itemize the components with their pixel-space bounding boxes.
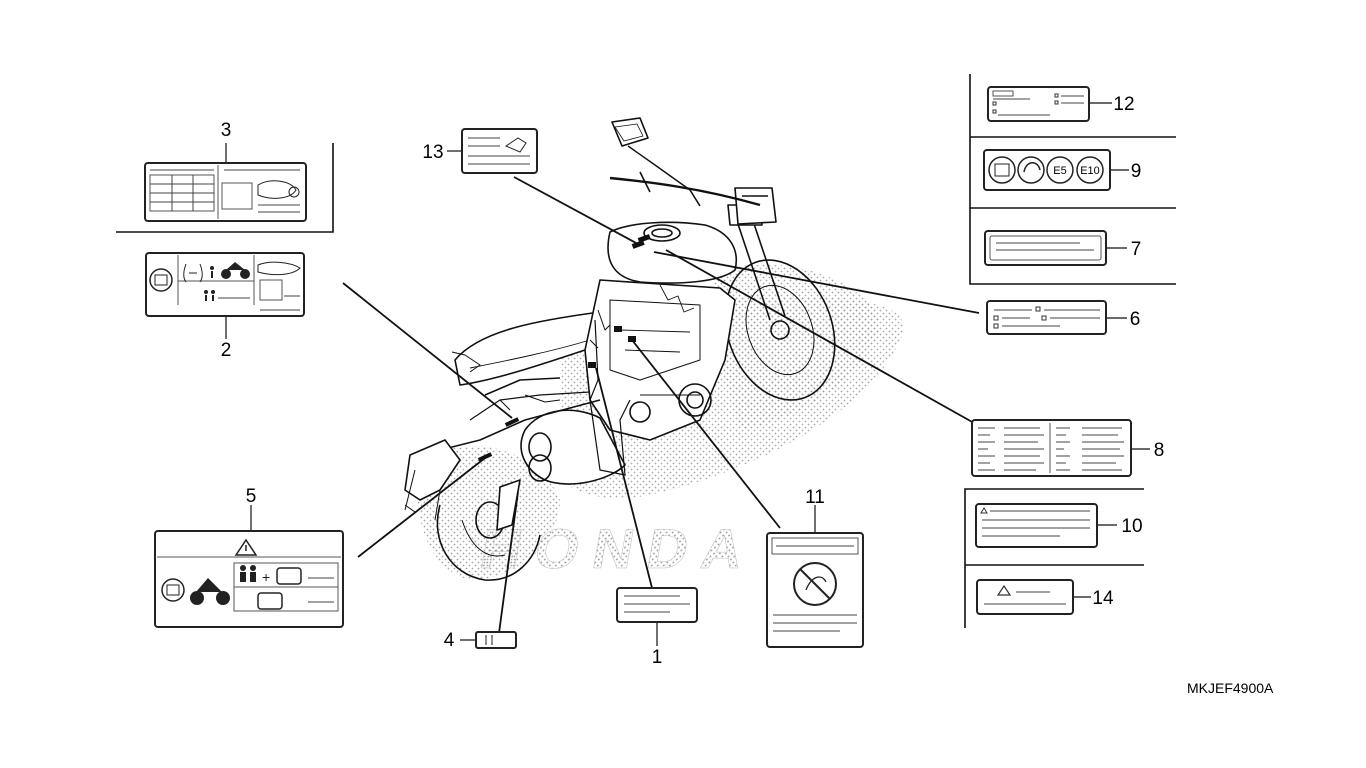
fuel-badge-e10: E10 xyxy=(1080,165,1100,177)
svg-text:+: + xyxy=(262,569,270,585)
callout-4: 4 xyxy=(444,630,455,651)
callout-8: 8 xyxy=(1154,440,1165,461)
callout-3: 3 xyxy=(221,120,232,141)
label-6-illustration xyxy=(986,300,1107,335)
callout-10: 10 xyxy=(1121,516,1142,537)
label-8-illustration xyxy=(971,419,1132,477)
label-11-illustration xyxy=(766,532,864,648)
callout-5: 5 xyxy=(246,486,257,507)
callout-12: 12 xyxy=(1113,94,1134,115)
callout-1: 1 xyxy=(652,647,663,668)
label-12-illustration xyxy=(987,86,1090,122)
front-wheel xyxy=(724,259,836,401)
callout-2: 2 xyxy=(221,340,232,361)
label-2-illustration xyxy=(145,252,305,317)
callout-11: 11 xyxy=(805,487,825,508)
label-7-illustration xyxy=(984,230,1107,266)
watermark-text: HONDA xyxy=(476,517,762,580)
label-9-illustration: E5 E10 xyxy=(983,149,1111,191)
part-code: MKJEF4900A xyxy=(1187,680,1274,696)
label-3-illustration xyxy=(144,162,307,222)
label-1-illustration xyxy=(616,587,698,623)
callout-9: 9 xyxy=(1131,161,1142,182)
label-positions-on-bike xyxy=(477,234,651,462)
callout-numbers: 1 2 3 4 5 6 7 8 9 10 11 12 13 14 xyxy=(221,94,1165,668)
label-10-illustration xyxy=(975,503,1098,548)
label-5-illustration: + xyxy=(154,530,344,628)
callout-14: 14 xyxy=(1092,588,1114,609)
label-14-illustration xyxy=(976,579,1074,615)
section-frames xyxy=(116,74,1176,628)
fuel-badge-e5: E5 xyxy=(1053,165,1066,177)
label-13-illustration xyxy=(461,128,538,174)
callout-7: 7 xyxy=(1131,239,1142,260)
callout-13: 13 xyxy=(422,142,443,163)
leader-lines xyxy=(225,102,1150,646)
callout-6: 6 xyxy=(1130,309,1141,330)
label-4-illustration xyxy=(475,631,517,649)
